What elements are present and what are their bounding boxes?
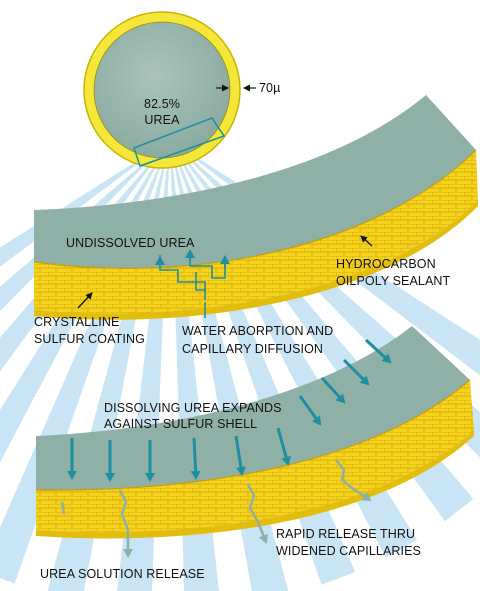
expansion-arrows: [67, 338, 392, 482]
sealant-label-line1: HYDROCARBON: [336, 257, 436, 271]
light-ray: [0, 140, 170, 463]
water-label-line1: WATER ABORPTION AND: [182, 324, 333, 338]
rapid-release-label-line1: RAPID RELEASE THRU: [276, 527, 415, 541]
rapid-release-label-line2: WIDENED CAPILLARIES: [276, 544, 421, 558]
core-label-urea: UREA: [144, 113, 180, 127]
coating-thickness-label: 70µ: [259, 81, 280, 95]
sulfur-pointer: [77, 292, 93, 309]
coated-particle: [83, 11, 241, 169]
release-arrows: [60, 411, 382, 558]
solution-release-label: UREA SOLUTION RELEASE: [40, 567, 205, 581]
water-label-line2: CAPILLARY DIFFUSION: [182, 342, 323, 356]
sealant-label-line2: OILPOLY SEALANT: [336, 274, 451, 288]
undissolved-urea-label: UNDISSOLVED UREA: [66, 236, 195, 250]
core-label-percent: 82.5%: [144, 97, 180, 111]
light-ray: [170, 140, 289, 591]
sulfur-label-line2: SULFUR COATING: [34, 332, 145, 346]
upper-band: [33, 95, 478, 320]
sealant-pointer: [360, 235, 373, 247]
dissolving-label-line1: DISSOLVING UREA EXPANDS: [104, 401, 282, 415]
lower-band: [35, 326, 474, 539]
sulfur-label-line1: CRYSTALLINE: [34, 315, 119, 329]
dissolving-label-line2: AGAINST SULFUR SHELL: [104, 417, 257, 431]
